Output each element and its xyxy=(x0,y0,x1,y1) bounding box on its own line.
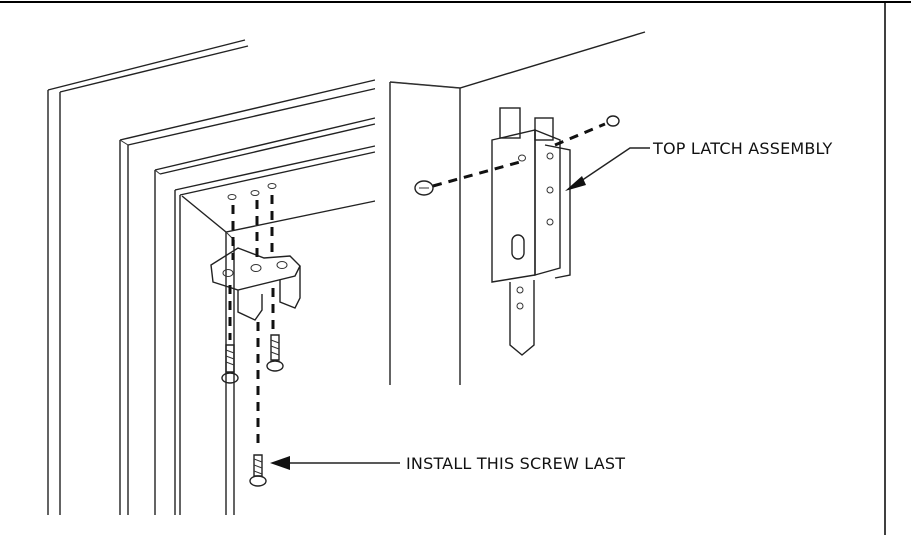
top-latch-assembly-label: TOP LATCH ASSEMBLY xyxy=(653,139,833,158)
latch-screw-right xyxy=(606,115,620,127)
top-latch-leader-arrow xyxy=(565,147,650,191)
door-latch-view xyxy=(375,31,646,385)
door-frame-corner-view xyxy=(47,39,381,515)
install-screw-last-label: INSTALL THIS SCREW LAST xyxy=(406,454,626,473)
screw-middle xyxy=(266,334,284,372)
screw-left xyxy=(221,344,239,384)
latch-screw-left xyxy=(414,180,434,196)
install-last-leader-arrow xyxy=(270,456,400,470)
screw-install-last xyxy=(249,454,267,487)
